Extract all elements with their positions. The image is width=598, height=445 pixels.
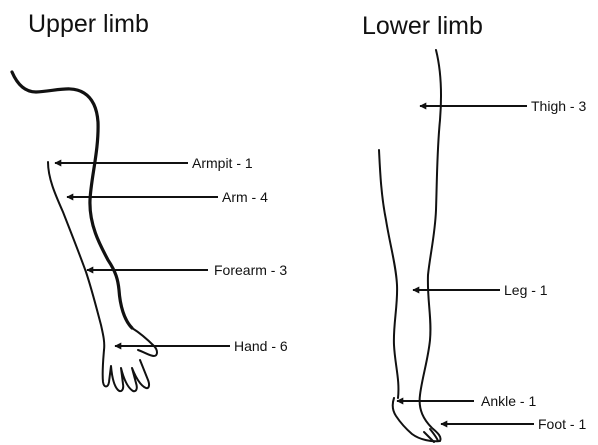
lower-limb-title: Lower limb (362, 12, 483, 40)
arm-label: Arm - 4 (222, 189, 268, 205)
upper-limb-outer-contour (12, 72, 132, 328)
foot-label: Foot - 1 (538, 416, 586, 432)
ankle-label: Ankle - 1 (481, 393, 536, 409)
lower-limb-drawing (379, 50, 441, 442)
upper-limb-title: Upper limb (28, 10, 149, 38)
thigh-label: Thigh - 3 (531, 98, 586, 114)
hand-label: Hand - 6 (234, 338, 288, 354)
armpit-label: Armpit - 1 (192, 155, 253, 171)
upper-limb-fingers (103, 350, 149, 391)
upper-limb-inner-contour (48, 162, 104, 350)
leg-label: Leg - 1 (504, 282, 548, 298)
lower-limb-inner-contour (379, 150, 398, 398)
upper-limb-thumb (132, 328, 157, 356)
forearm-label: Forearm - 3 (214, 262, 287, 278)
upper-limb-drawing (12, 72, 157, 391)
lower-limb-outer-contour (393, 50, 441, 441)
